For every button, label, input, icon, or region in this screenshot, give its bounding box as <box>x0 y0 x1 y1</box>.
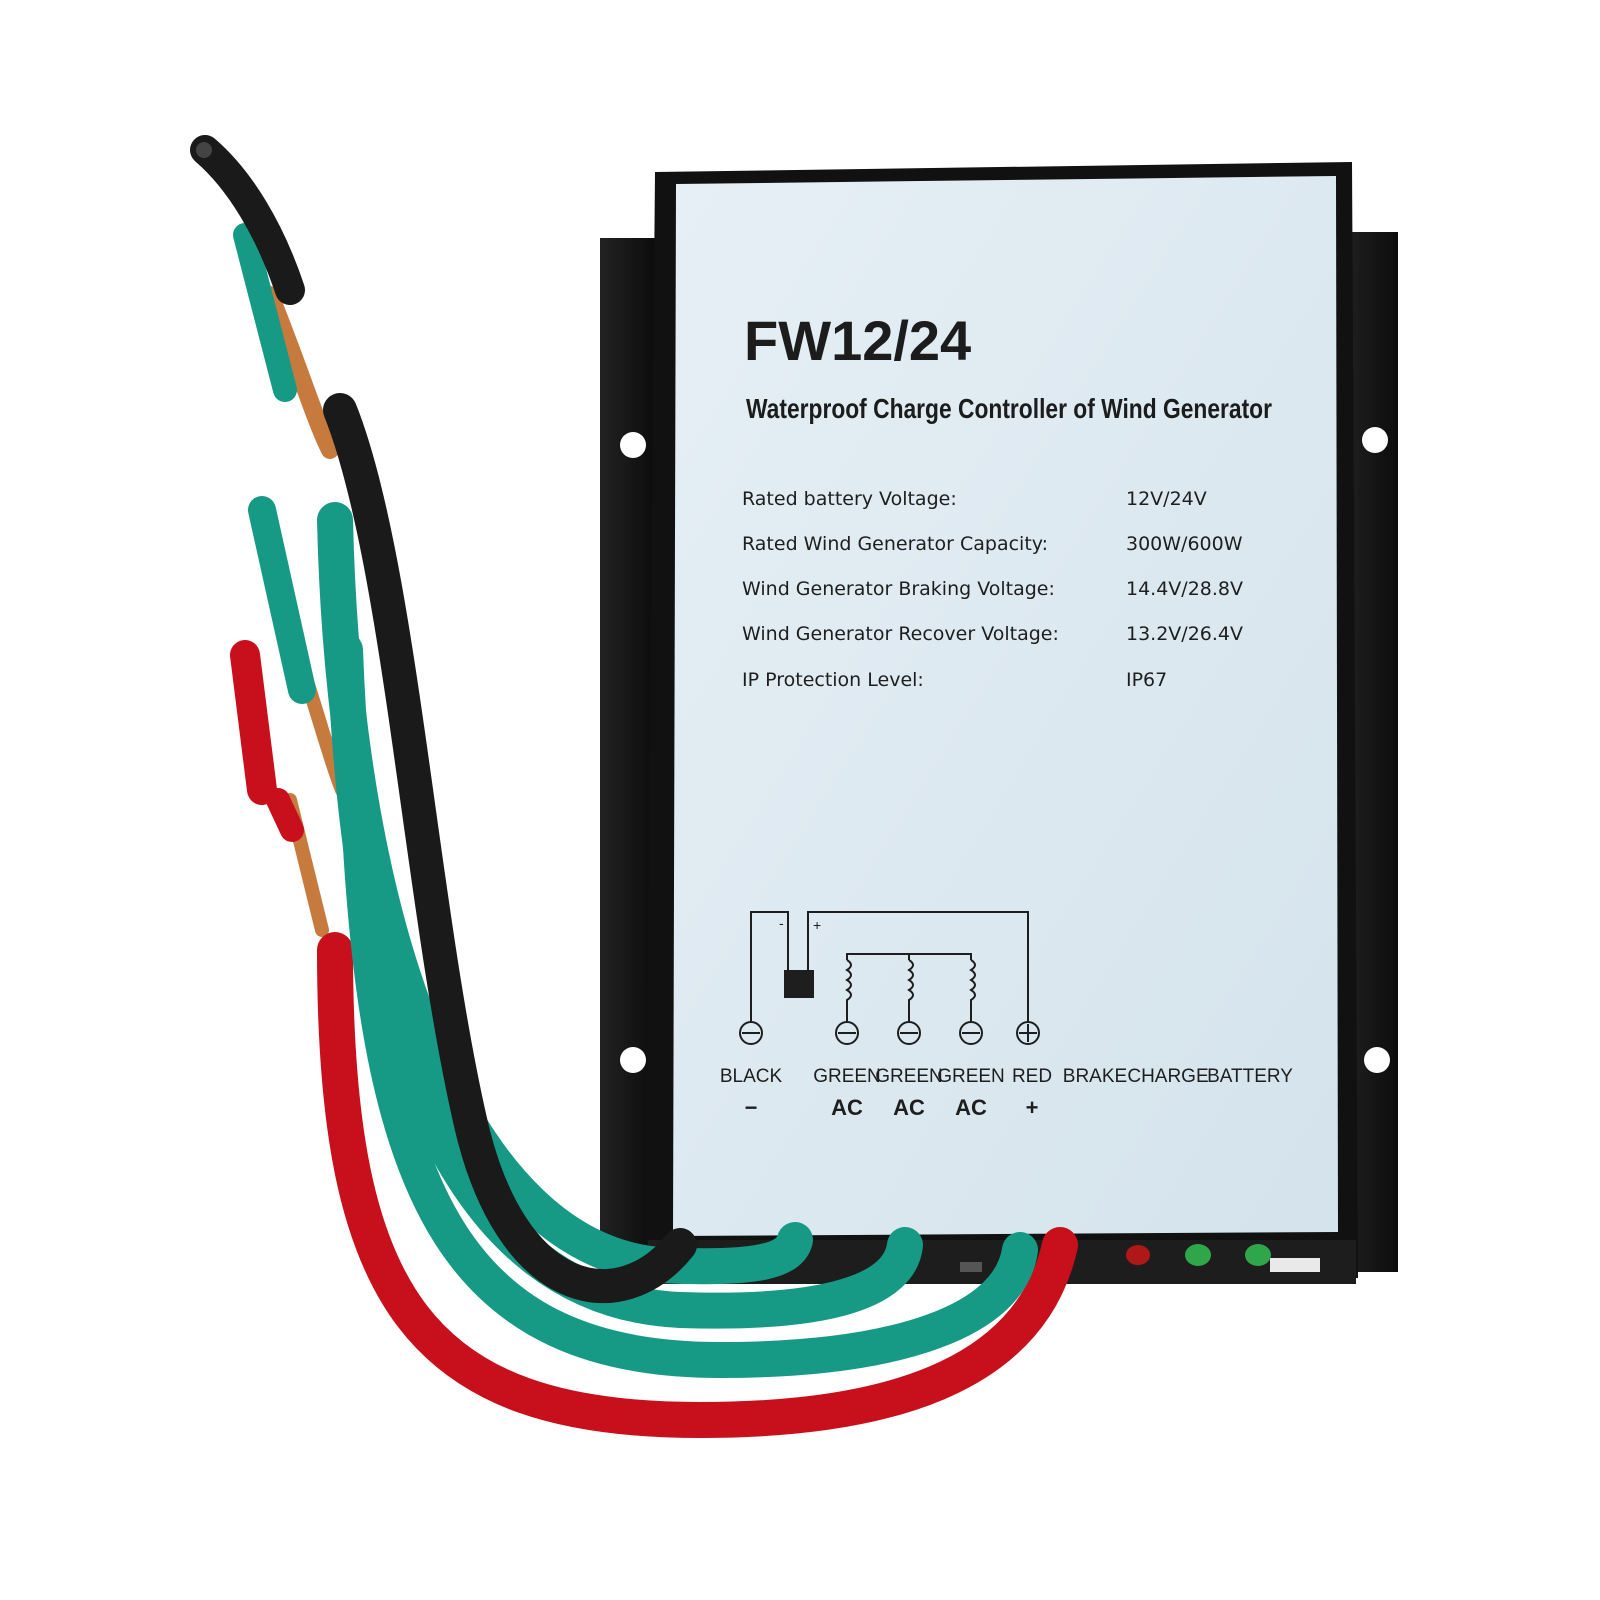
indicator-label-brake: BRAKE <box>1063 1066 1127 1087</box>
terminal-sub-green-2: AC <box>893 1095 925 1120</box>
terminal-label-green-1: GREEN <box>813 1066 881 1087</box>
wire-green-1 <box>317 502 813 1285</box>
spec-value-3: 14.4V/28.8V <box>1126 578 1243 600</box>
spec-value-2: 300W/600W <box>1126 533 1243 555</box>
terminal-ac1-symbol <box>835 1021 859 1045</box>
terminal-sub-black: − <box>745 1095 758 1120</box>
terminal-labels: BLACK − GREEN AC GREEN AC GREEN AC RED +… <box>720 1066 1293 1120</box>
terminal-ac2-symbol <box>897 1021 921 1045</box>
terminal-sub-red: + <box>1026 1095 1039 1120</box>
label-subtitle: Waterproof Charge Controller of Wind Gen… <box>746 393 1272 424</box>
terminal-sub-green-1: AC <box>831 1095 863 1120</box>
wiring-diagram <box>739 911 1040 1045</box>
spec-value-5: IP67 <box>1126 669 1167 691</box>
wire-green-end <box>233 223 297 402</box>
battery-symbol <box>784 970 814 998</box>
terminal-minus-symbol <box>739 1021 763 1045</box>
terminal-sub-green-3: AC <box>955 1095 987 1120</box>
spec-name-2: Rated Wind Generator Capacity: <box>742 533 1048 555</box>
spec-value-4: 13.2V/26.4V <box>1126 623 1243 645</box>
spec-name-3: Wind Generator Braking Voltage: <box>742 578 1055 600</box>
copper-strand-1 <box>261 286 339 459</box>
terminal-label-black: BLACK <box>720 1066 783 1087</box>
product-label: FW12/24 Waterproof Charge Controller of … <box>673 176 1338 1236</box>
model-title: FW12/24 <box>744 309 971 372</box>
wire-green-3 <box>342 812 1038 1379</box>
battery-plus-mark: + <box>813 917 821 933</box>
spec-name-5: IP Protection Level: <box>742 669 924 691</box>
battery-minus-mark: - <box>779 915 784 931</box>
wire-black <box>323 393 697 1304</box>
charge-led <box>1185 1244 1211 1266</box>
status-leds <box>1126 1244 1271 1266</box>
wire-red <box>317 932 1078 1439</box>
wire-green-sleeve-loose <box>248 496 316 704</box>
wire-black-sleeve <box>190 135 305 305</box>
wire-red-sleeve <box>266 788 304 842</box>
spec-name-1: Rated battery Voltage: <box>742 488 957 510</box>
wire-bundle <box>190 135 1078 1439</box>
terminal-label-red: RED <box>1012 1066 1052 1087</box>
wire-red-sleeve-loose <box>230 640 277 805</box>
indicator-label-battery: BATTERY <box>1207 1066 1293 1087</box>
wire-black-end <box>196 142 212 158</box>
mounting-flange-left <box>600 238 656 1278</box>
spec-list: Rated battery Voltage: 12V/24V Rated Win… <box>742 488 1243 691</box>
terminal-label-green-2: GREEN <box>875 1066 943 1087</box>
spec-value-1: 12V/24V <box>1126 488 1207 510</box>
terminal-plus-symbol <box>1016 1021 1040 1045</box>
brake-led <box>1126 1245 1150 1265</box>
indicator-label-charge: CHARGE <box>1127 1066 1208 1087</box>
terminal-label-green-3: GREEN <box>937 1066 1005 1087</box>
spec-name-4: Wind Generator Recover Voltage: <box>742 623 1059 645</box>
terminal-ac3-symbol <box>959 1021 983 1045</box>
battery-led <box>1245 1244 1271 1266</box>
